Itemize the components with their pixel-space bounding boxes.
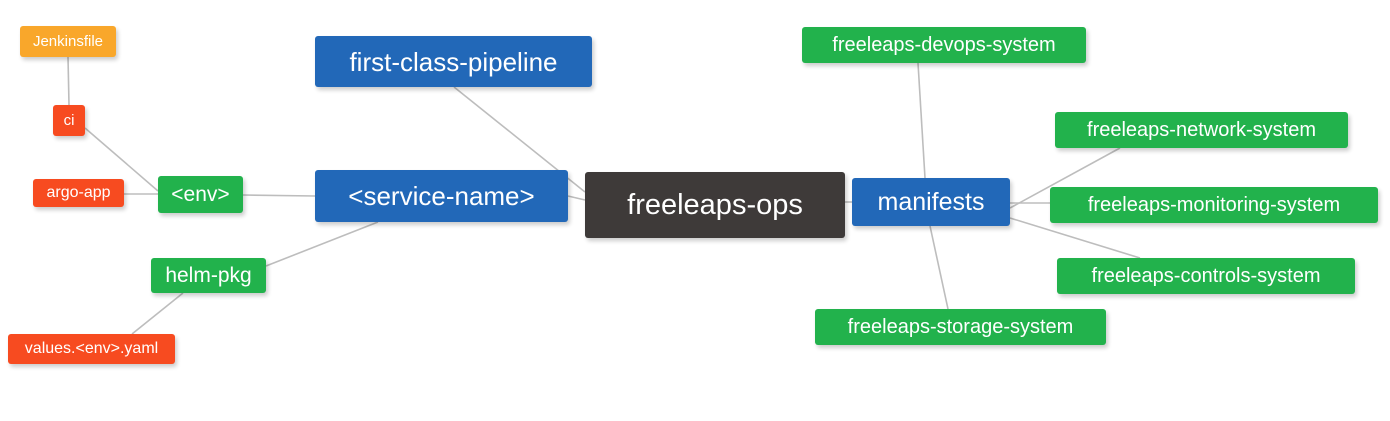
node-label-values-yaml: values.<env>.yaml xyxy=(24,340,159,357)
edge-manifests-to-freeleaps-controls-system xyxy=(1009,217,1141,259)
node-label-manifests: manifests xyxy=(877,187,985,216)
node-jenkinsfile[interactable]: Jenkinsfile xyxy=(20,26,116,57)
edge-service-name-to-env xyxy=(242,194,316,197)
node-label-helm-pkg: helm-pkg xyxy=(165,264,252,287)
node-label-freeleaps-devops-system: freeleaps-devops-system xyxy=(832,34,1056,56)
node-values-yaml[interactable]: values.<env>.yaml xyxy=(8,334,175,364)
node-label-argo-app: argo-app xyxy=(46,184,111,201)
node-freeleaps-storage-system[interactable]: freeleaps-storage-system xyxy=(815,309,1106,345)
edge-helm-pkg-to-values-yaml xyxy=(131,292,184,335)
node-argo-app[interactable]: argo-app xyxy=(33,179,124,207)
edge-service-name-to-helm-pkg xyxy=(265,221,379,267)
node-label-service-name: <service-name> xyxy=(348,181,535,211)
edge-ci-to-jenkinsfile xyxy=(67,56,70,106)
node-label-freeleaps-monitoring-system: freeleaps-monitoring-system xyxy=(1087,194,1341,216)
node-first-class-pipeline[interactable]: first-class-pipeline xyxy=(315,36,592,87)
node-helm-pkg[interactable]: helm-pkg xyxy=(151,258,266,293)
node-env[interactable]: <env> xyxy=(158,176,243,213)
node-label-ci: ci xyxy=(63,112,75,129)
edge-manifests-to-freeleaps-storage-system xyxy=(929,225,949,310)
node-service-name[interactable]: <service-name> xyxy=(315,170,568,222)
node-freeleaps-network-system[interactable]: freeleaps-network-system xyxy=(1055,112,1348,148)
node-freeleaps-monitoring-system[interactable]: freeleaps-monitoring-system xyxy=(1050,187,1378,223)
node-freeleaps-ops[interactable]: freeleaps-ops xyxy=(585,172,845,238)
node-label-env: <env> xyxy=(171,183,230,206)
edge-manifests-to-freeleaps-devops-system xyxy=(917,62,926,179)
node-label-freeleaps-controls-system: freeleaps-controls-system xyxy=(1091,265,1321,287)
node-freeleaps-controls-system[interactable]: freeleaps-controls-system xyxy=(1057,258,1355,294)
node-manifests[interactable]: manifests xyxy=(852,178,1010,226)
edge-freeleaps-ops-to-service-name xyxy=(567,195,586,201)
node-label-freeleaps-ops: freeleaps-ops xyxy=(627,188,803,221)
node-label-freeleaps-storage-system: freeleaps-storage-system xyxy=(847,316,1074,338)
node-label-jenkinsfile: Jenkinsfile xyxy=(32,33,104,50)
node-ci[interactable]: ci xyxy=(53,105,85,136)
node-label-first-class-pipeline: first-class-pipeline xyxy=(349,46,558,77)
node-label-freeleaps-network-system: freeleaps-network-system xyxy=(1087,119,1316,141)
node-freeleaps-devops-system[interactable]: freeleaps-devops-system xyxy=(802,27,1086,63)
